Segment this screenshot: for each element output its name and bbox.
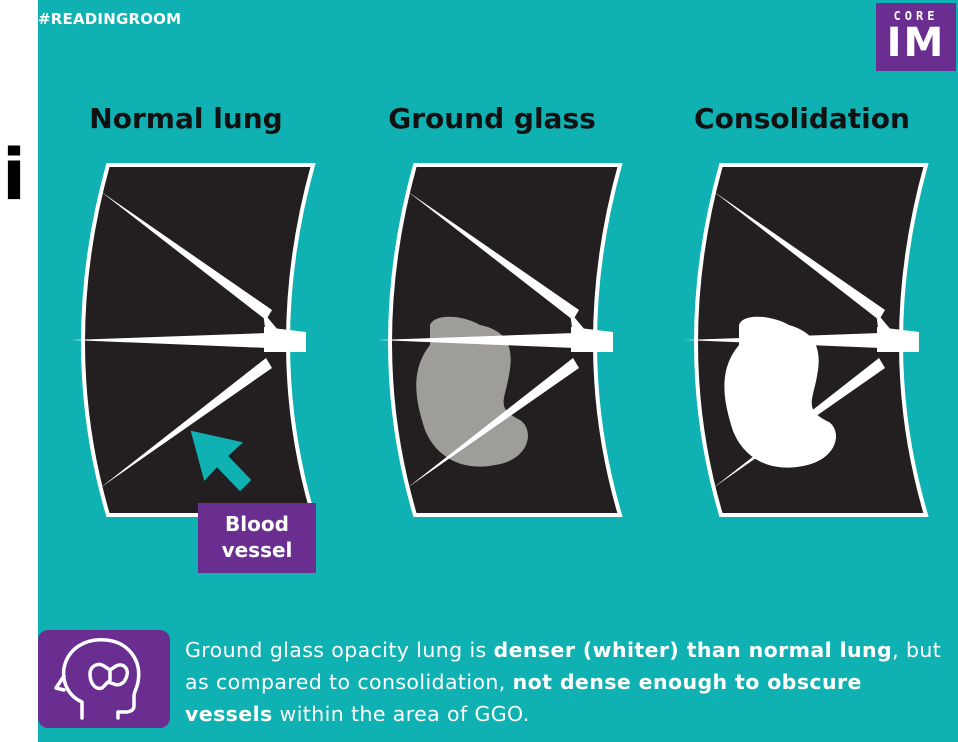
caption-part3: within the area of GGO. — [273, 702, 530, 726]
ground-glass-panel — [378, 165, 620, 515]
lung-panels-illustration — [38, 0, 958, 600]
caption-text: Ground glass opacity lung is denser (whi… — [185, 634, 955, 730]
blood-vessel-label-line2: vessel — [198, 537, 316, 563]
consolidation-panel — [684, 165, 926, 515]
head-with-lungs-icon — [38, 630, 170, 728]
caption-bold1: denser (whiter) than normal lung — [494, 638, 893, 662]
blood-vessel-label-line1: Blood — [198, 511, 316, 537]
normal-lung-panel — [71, 165, 313, 515]
infographic-panel: #READINGROOM CORE IM Normal lung Ground … — [38, 0, 958, 742]
blood-vessel-label: Blood vessel — [198, 503, 316, 573]
caption-part1: Ground glass opacity lung is — [185, 638, 494, 662]
stray-character: i — [2, 140, 26, 210]
